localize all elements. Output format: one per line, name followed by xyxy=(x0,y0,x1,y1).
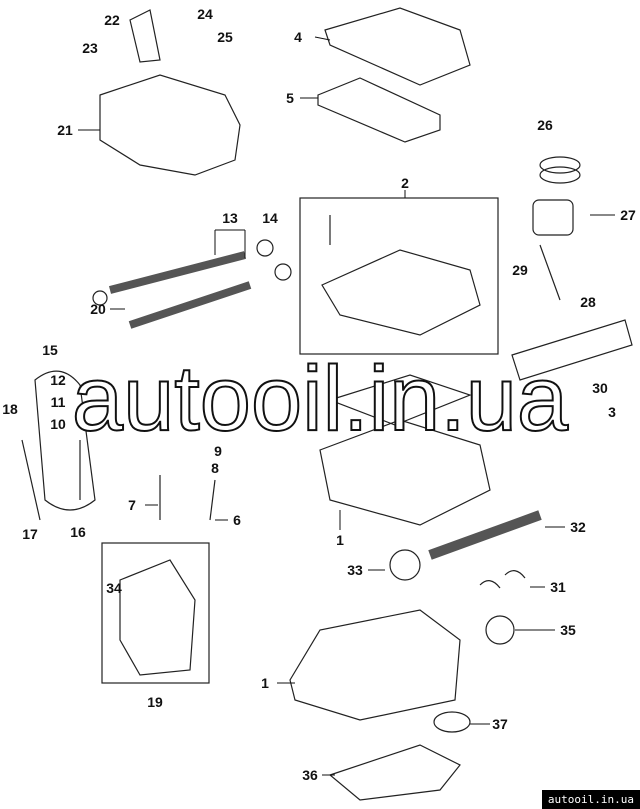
callout-35: 35 xyxy=(560,622,576,638)
leader-lines xyxy=(78,36,615,776)
callout-29: 29 xyxy=(512,262,528,278)
callout-17: 17 xyxy=(22,526,38,542)
piston-rings xyxy=(539,156,581,174)
callout-16: 16 xyxy=(70,524,86,540)
callout-28: 28 xyxy=(580,294,596,310)
timing-cover-box xyxy=(101,542,210,684)
timing-chain-small xyxy=(129,9,161,63)
callout-19: 19 xyxy=(147,694,163,710)
callout-13: 13 xyxy=(222,210,238,226)
engine-block xyxy=(319,419,491,526)
timing-cover xyxy=(119,559,196,676)
oil-pump-module xyxy=(99,74,241,176)
callout-1: 1 xyxy=(336,532,344,548)
callout-25: 25 xyxy=(217,29,233,45)
footer-watermark: autooil.in.ua xyxy=(541,790,640,809)
callout-5: 5 xyxy=(286,90,294,106)
callout-6: 6 xyxy=(233,512,241,528)
bearing-set xyxy=(511,319,633,381)
callout-21: 21 xyxy=(57,122,73,138)
valve-cover xyxy=(324,7,471,86)
callout-15: 15 xyxy=(42,342,58,358)
timing-chain xyxy=(34,370,96,511)
crank-pulley xyxy=(389,549,421,581)
valve-exhaust xyxy=(209,479,216,521)
callout-7: 7 xyxy=(128,497,136,513)
callout-10: 10 xyxy=(50,416,66,432)
connecting-rod xyxy=(539,244,561,301)
cam-bearing xyxy=(256,239,274,257)
oil-filter-adapter xyxy=(433,711,471,733)
callout-36: 36 xyxy=(302,767,318,783)
callout-18: 18 xyxy=(2,401,18,417)
cam-sprocket xyxy=(92,290,108,306)
cylinder-head xyxy=(321,249,481,336)
callout-4: 4 xyxy=(294,29,302,45)
callout-31: 31 xyxy=(550,579,566,595)
head-gasket xyxy=(328,374,472,426)
piston-ring xyxy=(539,166,581,184)
callout-37: 37 xyxy=(492,716,508,732)
chain-guides xyxy=(21,439,81,521)
callout-23: 23 xyxy=(82,40,98,56)
callout-9: 9 xyxy=(214,443,222,459)
callout-8: 8 xyxy=(211,460,219,476)
oil-pan-lower xyxy=(328,744,461,801)
valve-cover-gasket xyxy=(317,77,441,143)
piston xyxy=(532,199,574,236)
callout-30: 30 xyxy=(592,380,608,396)
thrust-bearings xyxy=(479,570,526,589)
callout-12: 12 xyxy=(50,372,66,388)
callout-24: 24 xyxy=(197,6,213,22)
callout-14: 14 xyxy=(262,210,278,226)
callout-32: 32 xyxy=(570,519,586,535)
callout-33: 33 xyxy=(347,562,363,578)
callout-11: 11 xyxy=(50,394,66,410)
camshaft-exhaust xyxy=(128,281,252,329)
callout-2: 2 xyxy=(401,175,409,191)
camshaft-intake xyxy=(108,251,247,294)
cylinder-head-box xyxy=(299,197,499,355)
callout-27: 27 xyxy=(620,207,636,223)
rear-main-seal xyxy=(485,615,515,645)
callout-22: 22 xyxy=(104,12,120,28)
oil-pan-upper xyxy=(289,609,461,721)
callout-3: 3 xyxy=(608,404,616,420)
callout-1: 1 xyxy=(261,675,269,691)
callout-34: 34 xyxy=(106,580,122,596)
callout-26: 26 xyxy=(537,117,553,133)
crankshaft xyxy=(428,510,542,560)
cam-bearing xyxy=(274,263,292,281)
callout-20: 20 xyxy=(90,301,106,317)
